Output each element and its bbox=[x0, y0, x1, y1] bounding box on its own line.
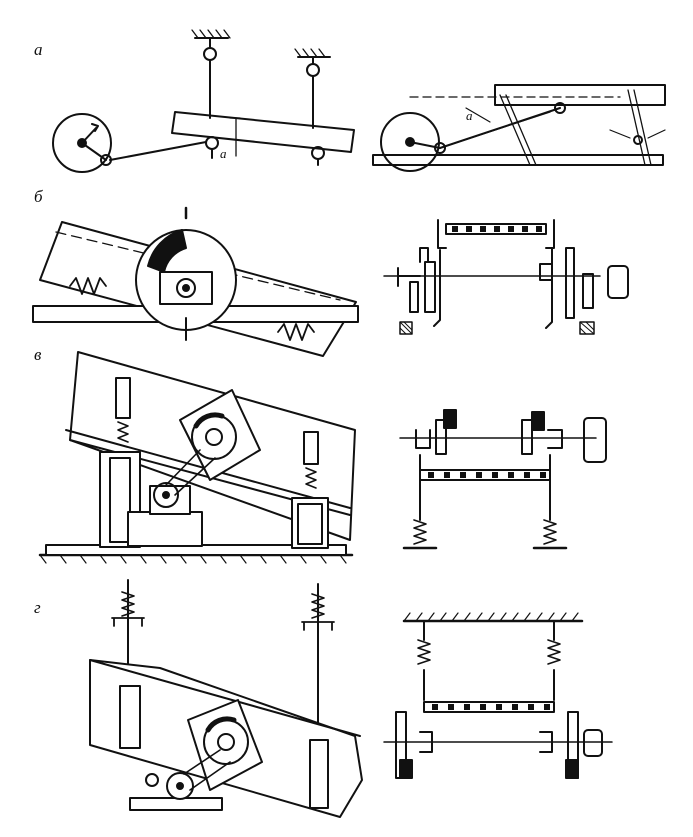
panel-v-left bbox=[38, 351, 356, 564]
motor bbox=[149, 485, 191, 515]
spring-right bbox=[277, 323, 315, 341]
crank-wheel bbox=[52, 113, 112, 173]
connecting-rod bbox=[109, 141, 207, 161]
spring-left bbox=[69, 277, 107, 295]
panel-v-right bbox=[399, 409, 607, 550]
tilted-box bbox=[39, 221, 357, 357]
ceiling-support-1 bbox=[191, 29, 231, 119]
ceiling-support-2 bbox=[294, 48, 331, 129]
screen-box bbox=[171, 111, 355, 153]
panel-b-right bbox=[383, 219, 629, 335]
panel-a-right bbox=[372, 84, 666, 172]
label-row-g: г bbox=[34, 598, 41, 617]
angle-label-left: a bbox=[220, 146, 227, 161]
panel-g-right bbox=[383, 612, 613, 779]
lower-base bbox=[372, 154, 664, 166]
label-row-b: б bbox=[34, 187, 43, 206]
panel-g-left bbox=[89, 579, 363, 818]
chain-shaft-g bbox=[423, 701, 555, 713]
panel-b-left bbox=[32, 206, 359, 357]
panel-a-left bbox=[52, 29, 355, 173]
chain-shaft-v bbox=[419, 469, 551, 481]
label-row-v: в bbox=[34, 345, 42, 364]
angle-label-right: a bbox=[466, 108, 473, 123]
label-row-a: а bbox=[34, 40, 43, 59]
upper-box bbox=[494, 84, 666, 106]
